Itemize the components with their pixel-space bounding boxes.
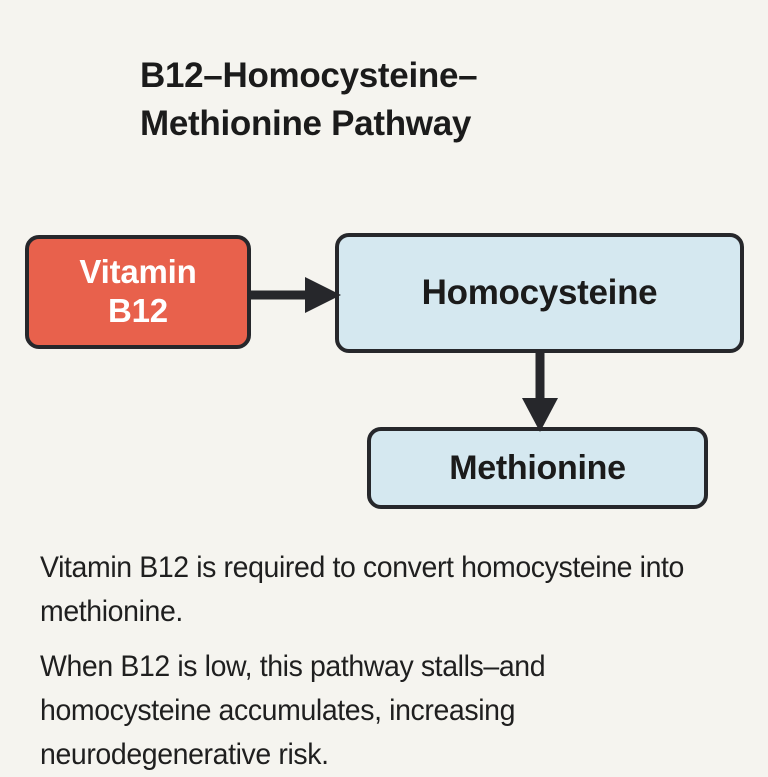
node-homocysteine-label: Homocysteine <box>421 273 658 313</box>
node-vitamin-b12[interactable]: Vitamin B12 <box>25 235 251 349</box>
node-vitamin-b12-label: Vitamin B12 <box>79 253 197 329</box>
node-methionine[interactable]: Methionine <box>367 427 708 509</box>
node-homocysteine[interactable]: Homocysteine <box>335 233 744 353</box>
arrow-right-icon <box>249 277 341 313</box>
node-methionine-label: Methionine <box>449 448 626 487</box>
arrow-down-icon <box>522 350 558 432</box>
body-paragraph-2: When B12 is low, this pathway stalls–and… <box>40 650 546 771</box>
body-paragraph-1: Vitamin B12 is required to convert homoc… <box>40 551 685 628</box>
page-title: B12–Homocysteine– Methionine Pathway <box>140 56 478 143</box>
